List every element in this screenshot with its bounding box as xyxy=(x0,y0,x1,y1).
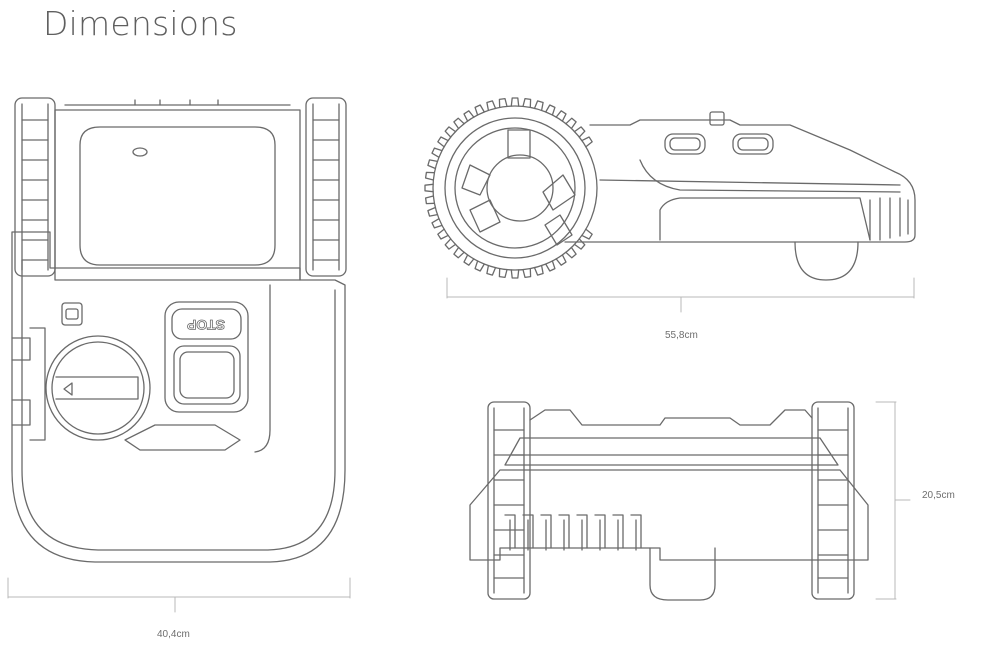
gear-tooth xyxy=(522,267,532,279)
cutting-fins xyxy=(504,514,642,551)
front-view-body xyxy=(469,469,869,561)
gear-tooth xyxy=(463,254,475,266)
width-dimension-label: 40,4cm xyxy=(157,629,190,640)
side-view-body xyxy=(564,119,916,243)
front-view-left-wheel xyxy=(487,401,531,600)
gear-tooth xyxy=(444,238,457,250)
gear-tooth xyxy=(565,117,577,130)
gear-tooth xyxy=(444,126,457,138)
gear-tooth xyxy=(581,228,593,240)
length-dimension-label: 55,8cm xyxy=(665,330,698,341)
page-title: Dimensions xyxy=(43,4,238,43)
gear-tooth xyxy=(486,100,497,112)
gear-tooth xyxy=(545,260,556,272)
length-dimension-line xyxy=(446,277,915,313)
gear-tooth xyxy=(424,183,434,193)
top-view-right-wheel xyxy=(305,97,347,277)
side-view xyxy=(424,97,916,313)
width-dimension-line xyxy=(7,577,351,613)
gear-tooth xyxy=(437,228,449,240)
gear-tooth xyxy=(474,104,485,116)
top-view: STOP xyxy=(7,97,351,613)
gear-tooth xyxy=(486,264,497,276)
gear-tooth xyxy=(533,100,544,112)
gear-tooth xyxy=(545,104,556,116)
stop-button-label: STOP xyxy=(187,317,225,333)
gear-tooth xyxy=(581,136,593,148)
gear-tooth xyxy=(453,117,465,130)
front-view xyxy=(469,401,911,601)
top-view-upper-deck xyxy=(54,109,301,281)
gear-tooth xyxy=(510,269,520,279)
top-view-left-wheel xyxy=(14,97,56,277)
height-adjust-knob xyxy=(45,335,151,441)
height-dimension-label: 20,5cm xyxy=(922,490,955,501)
gear-tooth xyxy=(453,246,465,259)
gear-tooth xyxy=(427,206,439,217)
top-view-outer-body xyxy=(11,231,346,563)
height-dimension-line xyxy=(875,401,911,600)
gear-tooth xyxy=(555,110,567,122)
gear-tooth xyxy=(431,218,443,229)
charging-port xyxy=(61,302,83,326)
gear-tooth xyxy=(437,136,449,148)
side-view-rear-wheel xyxy=(432,105,598,271)
gear-tooth xyxy=(533,264,544,276)
gear-tooth xyxy=(565,246,577,259)
top-view-inner-shell xyxy=(21,259,336,551)
gear-tooth xyxy=(431,147,443,158)
gear-teeth xyxy=(424,97,593,279)
gear-tooth xyxy=(573,238,586,250)
gear-tooth xyxy=(573,126,586,138)
gear-tooth xyxy=(522,97,532,109)
side-view-front-wheel xyxy=(794,241,859,281)
gear-tooth xyxy=(427,159,439,170)
gear-tooth xyxy=(424,195,436,205)
gear-tooth xyxy=(463,110,475,122)
gear-tooth xyxy=(424,171,436,181)
top-view-cover-panel xyxy=(79,126,276,266)
front-view-right-wheel xyxy=(811,401,855,600)
gear-tooth xyxy=(498,267,508,279)
gear-tooth xyxy=(498,97,508,109)
gear-tooth xyxy=(555,254,567,266)
gear-tooth xyxy=(474,260,485,272)
gear-tooth xyxy=(510,97,520,107)
stop-button-panel: STOP xyxy=(164,301,249,413)
